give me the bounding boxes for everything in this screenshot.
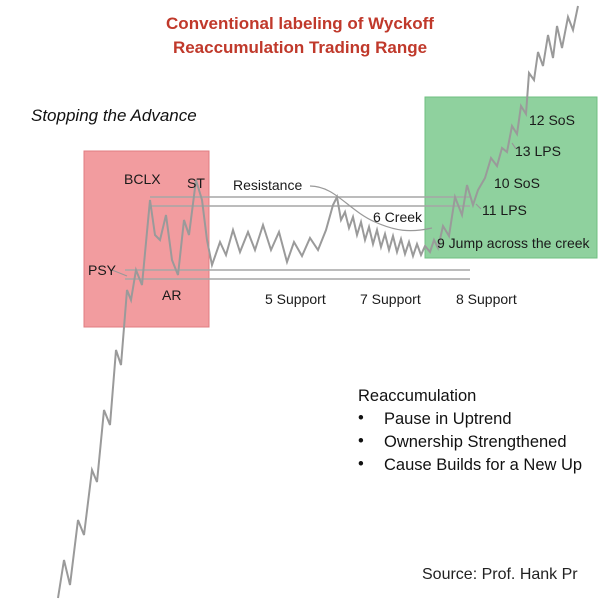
label-sos-12: 12 SoS <box>529 112 575 128</box>
notes-heading: Reaccumulation <box>358 387 477 405</box>
label-creek: 6 Creek <box>373 209 423 225</box>
label-psy: PSY <box>88 262 117 278</box>
notes-list: Pause in Uptrend Ownership Strengthened … <box>358 409 582 475</box>
lps-13-leader <box>511 142 517 150</box>
label-ar: AR <box>162 287 181 303</box>
subtitle: Stopping the Advance <box>31 106 197 125</box>
lps-11-leader <box>475 203 482 210</box>
label-st: ST <box>187 175 205 191</box>
title-line-1: Conventional labeling of Wyckoff <box>166 14 434 33</box>
notes-item: Cause Builds for a New Up <box>358 455 582 475</box>
title-line-2: Reaccumulation Trading Range <box>172 38 428 57</box>
price-path <box>57 5 579 599</box>
label-support-5: 5 Support <box>265 291 326 307</box>
label-bclx: BCLX <box>124 171 161 187</box>
label-resistance: Resistance <box>233 177 302 193</box>
label-support-7: 7 Support <box>360 291 421 307</box>
label-lps-11: 11 LPS <box>482 202 527 218</box>
creek-curve <box>309 185 433 232</box>
label-sos-10: 10 SoS <box>494 175 540 191</box>
label-support-8: 8 Support <box>456 291 517 307</box>
label-jump: 9 Jump across the creek <box>437 235 591 251</box>
label-lps-13: 13 LPS <box>515 143 561 159</box>
source-credit: Source: Prof. Hank Pr <box>422 566 578 583</box>
reaccumulation-notes: Reaccumulation Pause in Uptrend Ownershi… <box>358 387 582 479</box>
breakout-box <box>424 96 598 259</box>
notes-item: Ownership Strengthened <box>358 432 582 452</box>
psy-leader <box>111 269 128 277</box>
notes-item: Pause in Uptrend <box>358 409 582 429</box>
